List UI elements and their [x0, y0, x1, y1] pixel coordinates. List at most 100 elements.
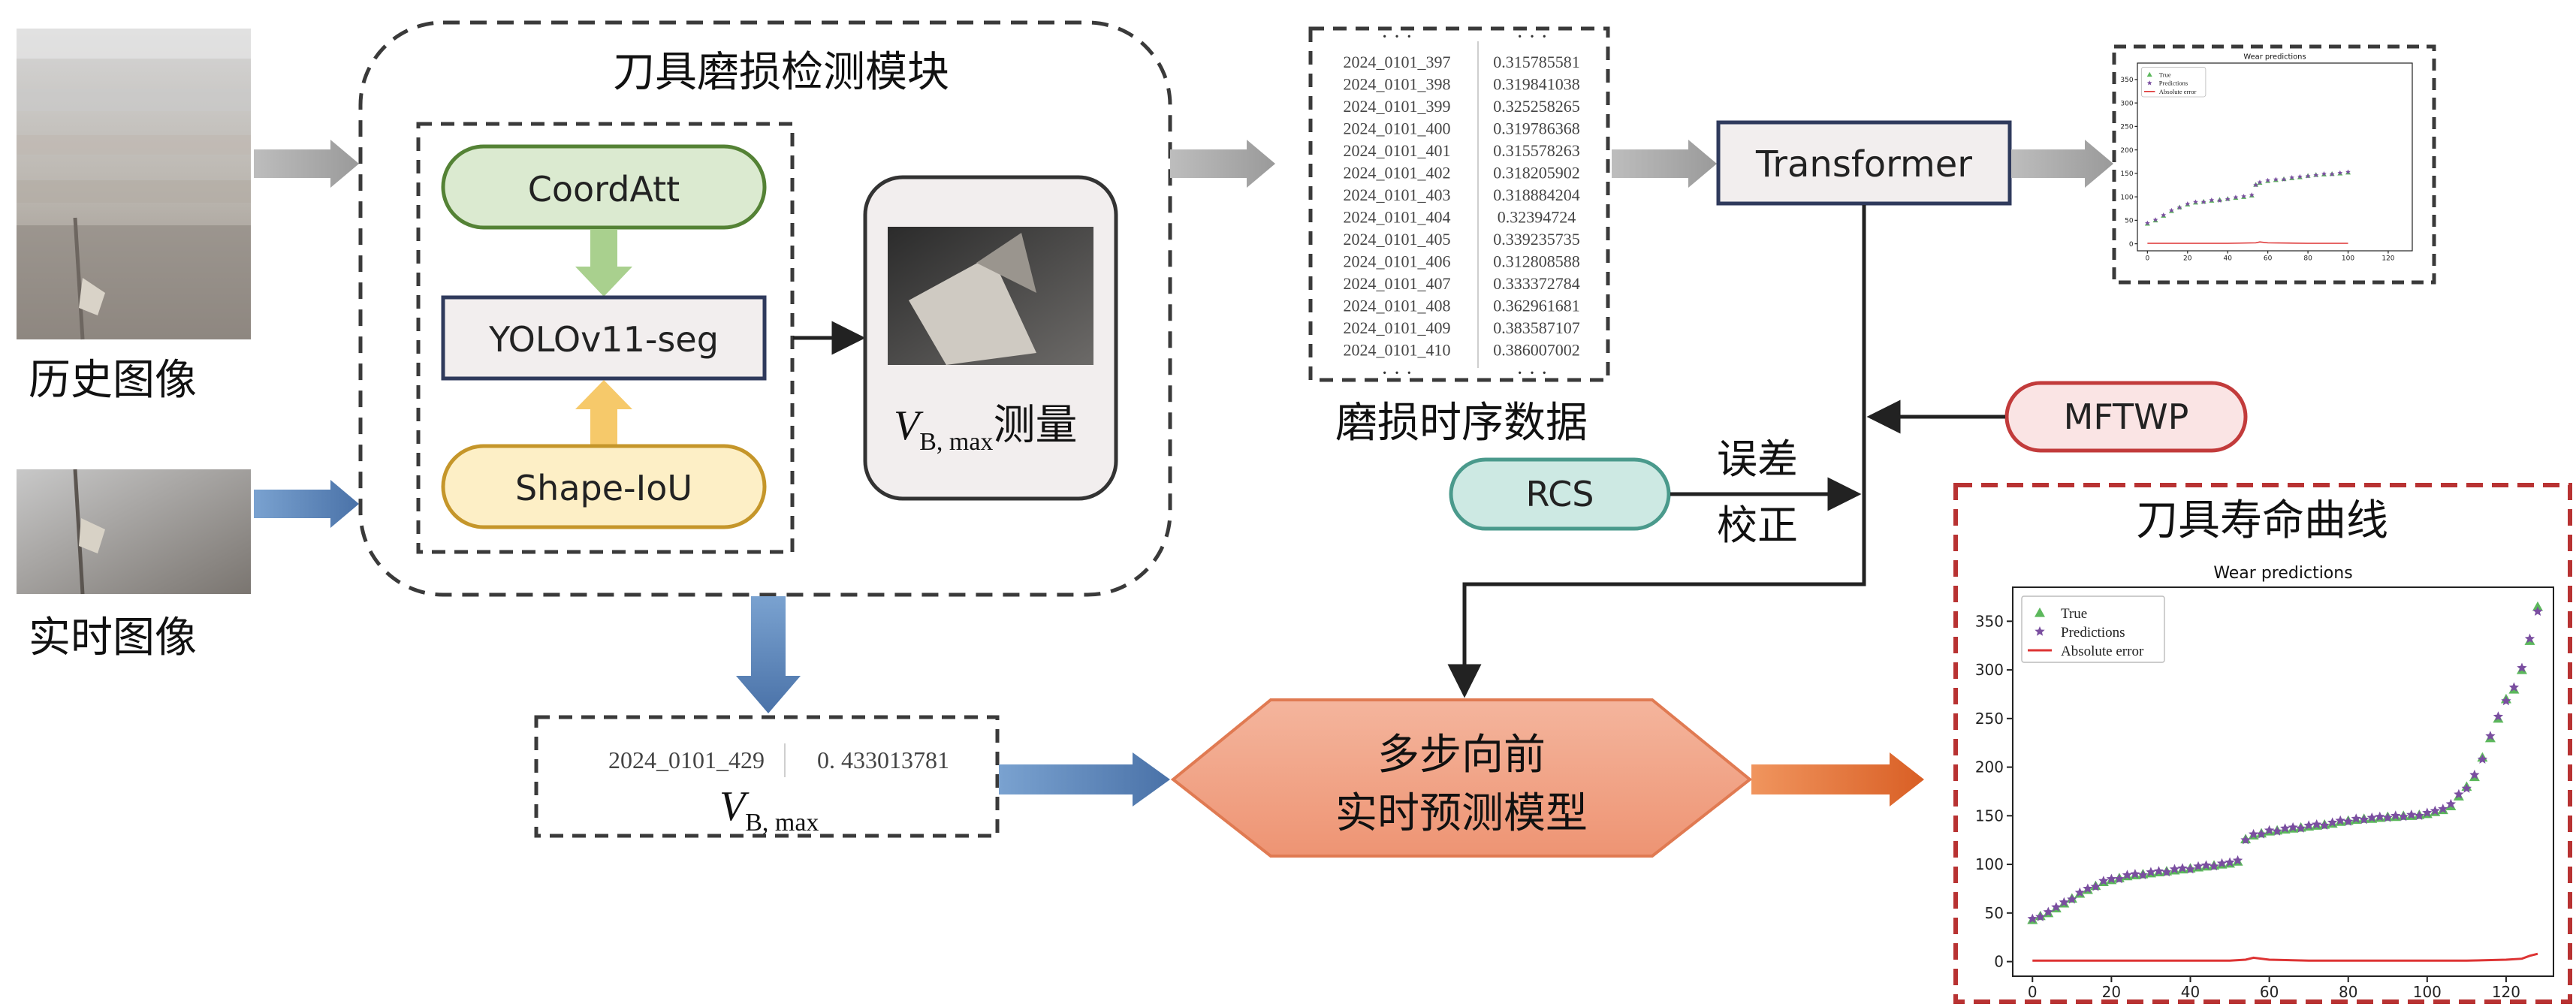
prediction-point [2382, 812, 2393, 822]
sequence-table-box [1308, 26, 1610, 382]
prediction-point [2185, 864, 2196, 874]
realtime-to-module-arrow [254, 480, 359, 528]
y-tick-label: 150 [2120, 170, 2133, 178]
prediction-point [2438, 803, 2448, 813]
rcs-box [1449, 457, 1671, 531]
prediction-point [2359, 814, 2369, 825]
prediction-point [2216, 858, 2228, 868]
true-point [2532, 601, 2543, 611]
history-image-label: 历史图像 [29, 356, 197, 405]
y-tick-label: 0 [1994, 953, 2004, 971]
mftwp-label: MFTWP [2064, 396, 2189, 437]
prediction-point [2217, 197, 2222, 203]
history-image [17, 29, 251, 340]
prediction-point [2375, 811, 2385, 822]
prediction-point [2280, 823, 2291, 833]
x-tick-label: 0 [2028, 983, 2038, 1001]
x-tick-label: 40 [2181, 983, 2200, 1001]
sequence-row-id: 2024_0101_408 [1344, 297, 1451, 315]
prediction-point [2327, 817, 2338, 828]
legend-true-marker [2035, 608, 2045, 617]
y-tick-label: 350 [1975, 612, 2004, 630]
prediction-point [2106, 873, 2116, 884]
y-tick-label: 250 [1975, 710, 2004, 728]
prediction-point [2248, 828, 2259, 839]
y-tick-label: 350 [2120, 77, 2133, 84]
x-tick-label: 0 [2145, 255, 2149, 263]
prediction-point [2035, 912, 2046, 921]
prediction-point [2345, 169, 2351, 174]
prediction-point [2256, 828, 2267, 839]
x-tick-label: 80 [2303, 255, 2312, 263]
prediction-point [2193, 199, 2198, 204]
prediction-point [2098, 876, 2109, 885]
shape-iou-label: Shape-IoU [515, 468, 692, 508]
sequence-data-title: 磨损时序数据 [1335, 399, 1588, 448]
prediction-point [2225, 857, 2235, 867]
prediction-point [2337, 170, 2343, 176]
x-tick-label: 100 [2342, 255, 2354, 263]
sequence-table-bottom-ellipsis-right: · · · [1516, 362, 1548, 385]
sequence-row-value: 0.319841038 [1493, 75, 1580, 94]
sequence-row-value: 0.315578263 [1493, 141, 1580, 160]
yolo-submodule-box [416, 122, 795, 554]
realtime-image-label: 实时图像 [29, 614, 197, 662]
prediction-point [2241, 194, 2246, 199]
prediction-point [2461, 783, 2472, 793]
chart-title: Wear predictions [2213, 564, 2352, 583]
prediction-point [2532, 606, 2543, 616]
chart-legend [2140, 66, 2206, 98]
prediction-point [2240, 834, 2251, 845]
prediction-point [2422, 807, 2433, 818]
y-tick-label: 300 [2120, 100, 2133, 107]
prediction-point [2297, 173, 2303, 179]
x-tick-label: 60 [2260, 983, 2279, 1001]
prediction-point [2137, 870, 2149, 879]
prediction-point [2074, 887, 2085, 897]
absolute-error-line [2032, 952, 2538, 962]
prediction-point [2249, 192, 2255, 197]
sequence-row-value: 0.318205902 [1493, 164, 1580, 182]
prediction-point [2454, 788, 2464, 799]
sequence-row-id: 2024_0101_404 [1344, 208, 1451, 227]
prediction-point [2200, 199, 2206, 204]
prediction-point [2351, 813, 2361, 823]
prediction-point [2059, 897, 2069, 907]
prediction-point [2232, 855, 2243, 865]
prediction-point [2485, 731, 2496, 740]
x-tick-label: 20 [2102, 983, 2121, 1001]
life-curve-title: 刀具寿命曲线 [2136, 496, 2388, 545]
prediction-point [2289, 175, 2294, 180]
sequence-row-value: 0.312808588 [1493, 252, 1580, 271]
sequence-row-id: 2024_0101_400 [1344, 119, 1451, 138]
module-to-sequence-arrow [1170, 140, 1275, 188]
sequence-row-id: 2024_0101_399 [1344, 97, 1451, 116]
y-tick-label: 100 [2120, 194, 2133, 201]
prediction-point [2225, 196, 2231, 202]
sequence-row-id: 2024_0101_403 [1344, 185, 1451, 204]
coordatt-to-yolo-arrow [575, 229, 632, 297]
prediction-point [2305, 173, 2311, 179]
realtime-image [17, 469, 251, 595]
x-tick-label: 20 [2183, 255, 2192, 263]
prediction-point [2366, 812, 2377, 822]
prediction-point [2209, 861, 2219, 871]
prediction-point [2161, 213, 2167, 218]
prediction-point [2281, 176, 2287, 182]
transformer-box [1716, 120, 2012, 206]
model-label-1: 多步向前 [1377, 731, 1546, 779]
prediction-point [2398, 811, 2409, 822]
detection-module-box [358, 20, 1172, 597]
y-tick-label: 150 [1975, 807, 2004, 825]
x-tick-label: 40 [2223, 255, 2232, 263]
prediction-point [2130, 869, 2140, 879]
rcs-label: RCS [1526, 474, 1594, 514]
prediction-point [2469, 769, 2480, 779]
prediction-point [2321, 171, 2327, 176]
error-correction-label-1: 误差 [1717, 436, 1798, 483]
prediction-point [2329, 171, 2335, 176]
yolo-box [441, 295, 767, 381]
prediction-point [2200, 860, 2212, 870]
